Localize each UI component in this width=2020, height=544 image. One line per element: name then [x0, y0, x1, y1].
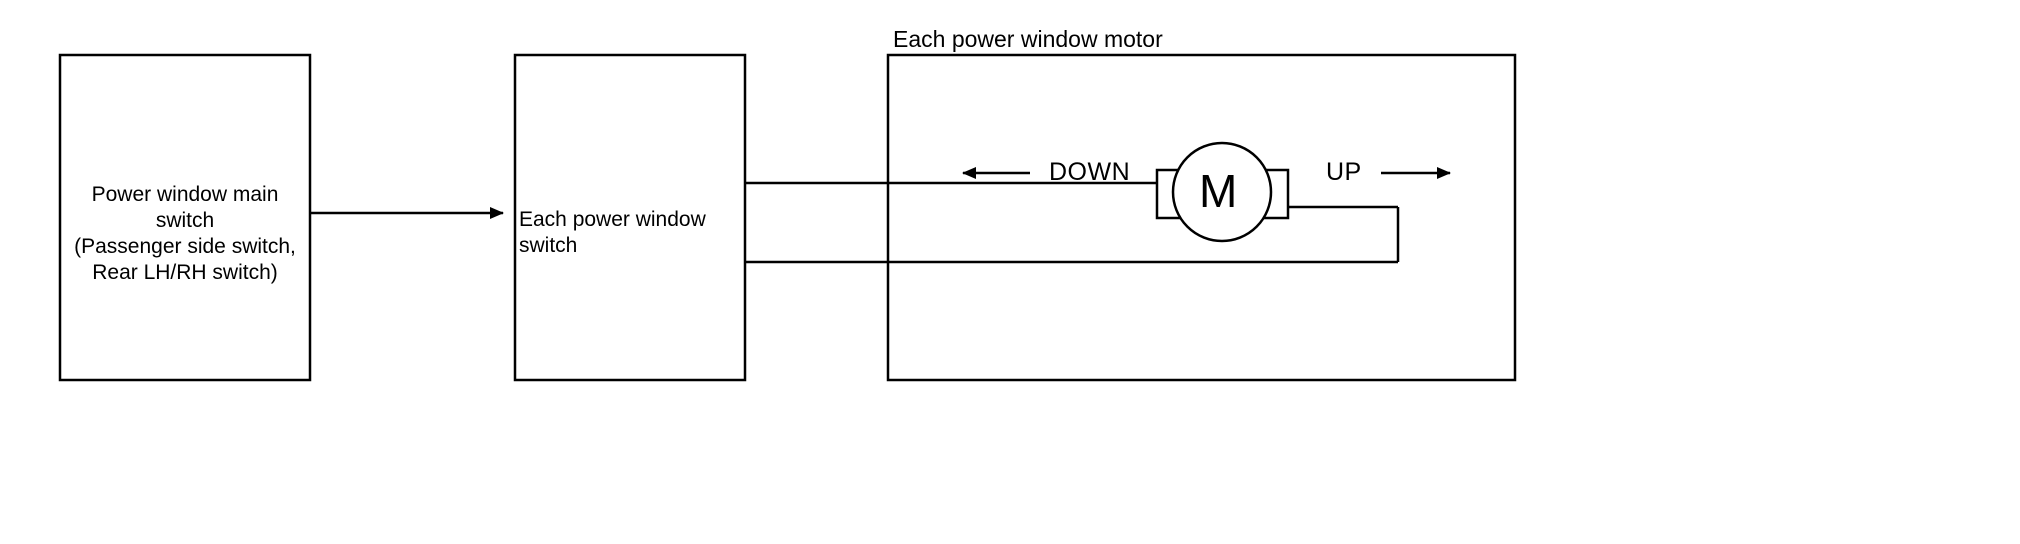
motor-group-title: Each power window motor — [893, 26, 1163, 52]
motor-symbol-label: M — [1199, 165, 1238, 217]
up-direction-label: UP — [1326, 158, 1362, 186]
window-switch-box — [513, 53, 747, 382]
down-direction-label: DOWN — [1049, 158, 1131, 186]
window-switch-label: Each power window switch — [519, 208, 706, 257]
motor-circle — [1171, 141, 1273, 243]
main-switch-box — [58, 53, 312, 382]
main-switch-label: Power window main switch (Passenger side… — [74, 183, 296, 284]
motor-enclosure-box — [886, 53, 1517, 382]
